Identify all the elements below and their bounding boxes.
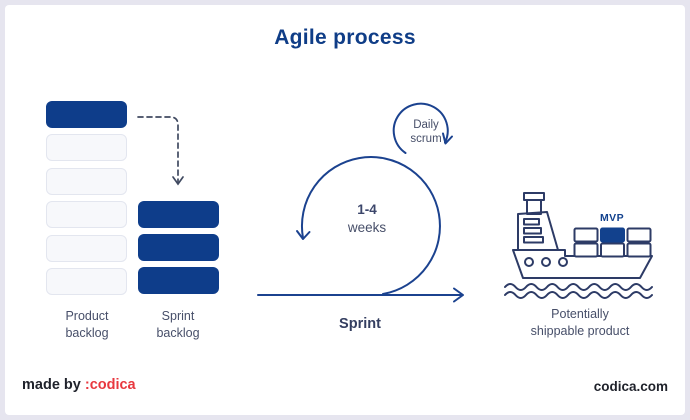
daily-scrum-arc xyxy=(392,102,449,154)
ship-funnel-cap xyxy=(523,192,545,201)
backlog-item-empty xyxy=(46,201,127,229)
sprint-backlog-stack xyxy=(138,200,219,295)
sprint-axis-arrowhead xyxy=(453,287,464,303)
sprint-cycle-arrowhead xyxy=(296,230,311,240)
product-backlog-label: Product backlog xyxy=(65,309,109,340)
sprint-axis-label: Sprint xyxy=(339,316,381,332)
waves-line xyxy=(504,291,653,299)
backlog-item-empty xyxy=(46,167,127,195)
daily-scrum-arrowhead xyxy=(442,132,453,145)
dashed-arrow-head xyxy=(172,176,184,186)
cargo-containers xyxy=(573,227,652,258)
mvp-label: MVP xyxy=(600,212,624,224)
sprint-duration-label: 1-4 weeks xyxy=(347,202,387,235)
website-url: codica.com xyxy=(593,379,668,394)
backlog-transfer-dashed-arrow-icon xyxy=(137,116,184,186)
page-title: Agile process xyxy=(274,26,416,49)
cargo-ship-icon xyxy=(504,192,653,299)
cargo-container xyxy=(573,242,599,258)
made-by-text: made by xyxy=(22,377,85,393)
ship-bridge-window xyxy=(523,227,542,235)
sprint-loop-icon xyxy=(257,102,464,303)
cargo-container xyxy=(626,227,652,243)
shippable-product-label: Potentially shippable product xyxy=(530,307,630,338)
ship-porthole xyxy=(524,257,534,267)
backlog-item-empty xyxy=(46,234,127,262)
cargo-container-mvp xyxy=(600,227,625,243)
cargo-container xyxy=(573,227,599,243)
backlog-item-filled xyxy=(138,267,219,295)
product-backlog-stack xyxy=(46,101,127,295)
backlog-item-filled xyxy=(138,233,219,261)
codica-logo: :codica xyxy=(84,377,136,393)
cargo-container xyxy=(600,242,625,258)
backlog-item-empty xyxy=(46,267,127,295)
backlog-item-filled xyxy=(138,200,219,228)
cargo-container xyxy=(626,242,652,258)
waves-line xyxy=(504,283,653,291)
ship-porthole xyxy=(558,257,568,267)
infographic-card: Agile process Product backlog Sprint bac… xyxy=(5,5,685,415)
ship-porthole xyxy=(541,257,551,267)
sprint-cycle-arc xyxy=(300,156,441,295)
ship-bridge-window xyxy=(523,236,544,244)
daily-scrum-label: Daily scrum xyxy=(410,119,442,145)
ship-hull xyxy=(512,249,653,279)
sprint-backlog-label: Sprint backlog xyxy=(156,309,200,340)
ship-bridge-window xyxy=(523,218,540,226)
backlog-item-empty xyxy=(46,134,127,162)
dashed-arrow-line xyxy=(137,116,179,184)
backlog-item-filled xyxy=(46,101,127,128)
made-by-credit: made by :codica xyxy=(22,377,136,393)
